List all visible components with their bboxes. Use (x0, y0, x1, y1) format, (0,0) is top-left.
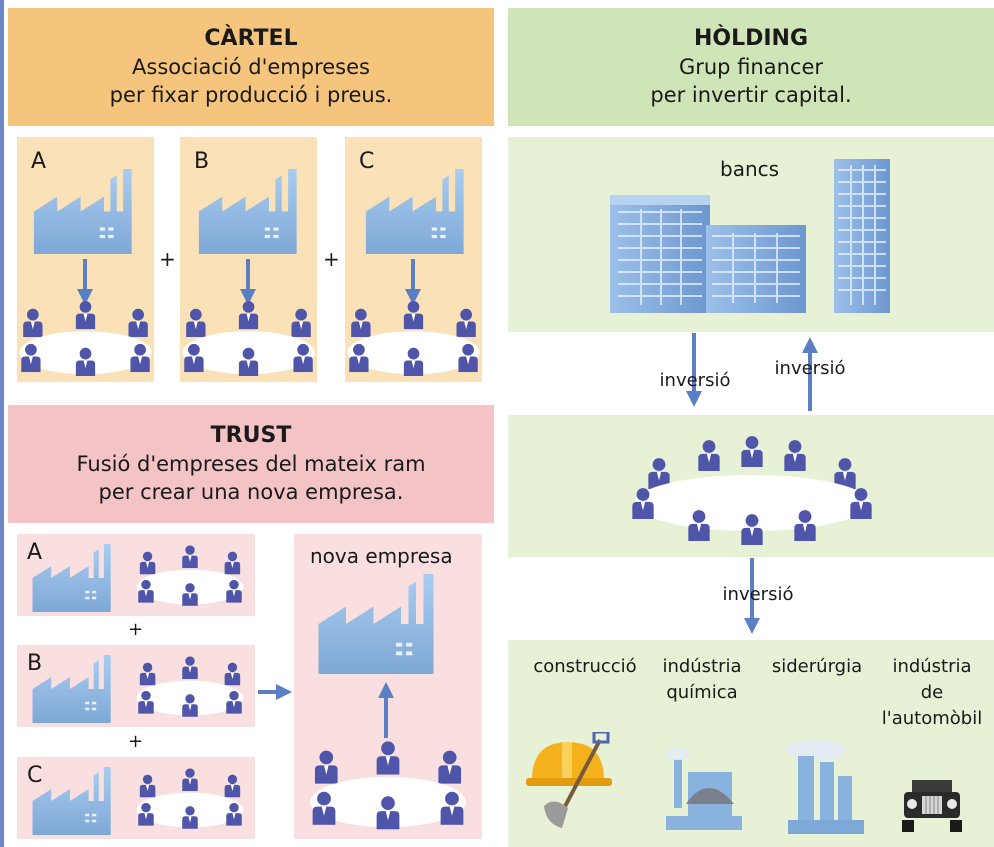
factory-icon (33, 169, 132, 254)
cartel-header: CÀRTEL Associació d'empreses per fixar p… (8, 8, 494, 126)
meeting-icon (180, 300, 317, 378)
meeting-icon (17, 300, 154, 378)
arrow-right-icon (258, 684, 292, 700)
meeting-icon (345, 300, 482, 378)
cartel-subtitle-line2: per fixar producció i preus. (109, 83, 393, 107)
plus-sign: + (159, 247, 176, 271)
cartel-company-c: C (345, 137, 482, 382)
factory-icon (318, 574, 434, 674)
factory-icon (365, 169, 464, 254)
trust-subtitle-line1: Fusió d'empreses del mateix ram (76, 452, 426, 476)
arrow-down-icon (240, 259, 256, 305)
holding-meeting-panel (508, 415, 994, 557)
holding-title: HÒLDING (693, 26, 809, 51)
sectors-panel: construcció indústria química siderúrgia… (508, 640, 994, 847)
investment-label: inversió (659, 370, 731, 391)
meeting-icon (135, 542, 245, 610)
cartel-company-b: B (180, 137, 317, 382)
company-label: A (31, 149, 47, 174)
hard-hat-shovel-icon (526, 732, 612, 828)
trust-header: TRUST Fusió d'empreses del mateix ram pe… (8, 405, 494, 523)
arrow-down-icon (686, 333, 702, 407)
trust-company-c: C (17, 757, 255, 839)
investment-label: inversió (722, 584, 794, 605)
company-label: C (359, 149, 375, 174)
trust-title: TRUST (210, 423, 292, 448)
bank-building-icon (610, 195, 710, 313)
plus-sign: + (128, 731, 144, 752)
company-label: C (27, 763, 43, 788)
factory-icon (198, 169, 297, 254)
sector-steel-label: siderúrgia (771, 656, 863, 677)
new-company-label: nova empresa (310, 544, 453, 568)
arrow-down-icon (744, 558, 760, 634)
investment-label: inversió (774, 358, 846, 379)
banks-panel: bancs (508, 137, 994, 332)
steel-mill-icon (786, 740, 864, 834)
vintage-car-icon (902, 780, 962, 832)
cartel-subtitle-line1: Associació d'empreses (132, 55, 370, 79)
trust-company-b: B (17, 645, 255, 727)
meeting-icon (135, 653, 245, 721)
trust-company-a: A (17, 534, 255, 616)
trust-new-company: nova empresa (294, 534, 482, 839)
banks-label: bancs (720, 157, 780, 181)
trust-subtitle-line2: per crear una nova empresa. (98, 480, 404, 504)
cartel-company-a: A (17, 137, 154, 382)
bank-building-icon (834, 159, 890, 313)
factory-icon (32, 767, 111, 835)
holding-header: HÒLDING Grup financer per invertir capit… (508, 8, 994, 126)
arrow-up-icon (378, 682, 394, 738)
factory-icon (32, 544, 111, 612)
holding-company-meeting-icon (632, 436, 872, 545)
company-label: B (27, 651, 43, 676)
company-label: B (194, 149, 210, 174)
arrow-up-icon (802, 337, 818, 411)
plus-sign: + (323, 247, 340, 271)
bank-building-icon (706, 225, 806, 313)
arrow-down-icon (77, 259, 93, 305)
chemical-plant-icon (666, 748, 742, 830)
sector-construction-label: construcció (533, 656, 637, 677)
meeting-icon (135, 765, 245, 833)
sector-chemical-label: indústria química (662, 656, 742, 703)
factory-icon (32, 655, 111, 723)
sector-automobile-label: indústria de l'automòbil (881, 656, 983, 729)
cartel-title: CÀRTEL (204, 26, 298, 51)
arrow-down-icon (405, 259, 421, 305)
holding-subtitle-line1: Grup financer (678, 55, 824, 79)
meeting-icon (308, 740, 468, 832)
holding-subtitle-line2: per invertir capital. (650, 83, 852, 107)
plus-sign: + (128, 619, 144, 640)
company-label: A (27, 540, 43, 565)
left-border (0, 0, 4, 847)
